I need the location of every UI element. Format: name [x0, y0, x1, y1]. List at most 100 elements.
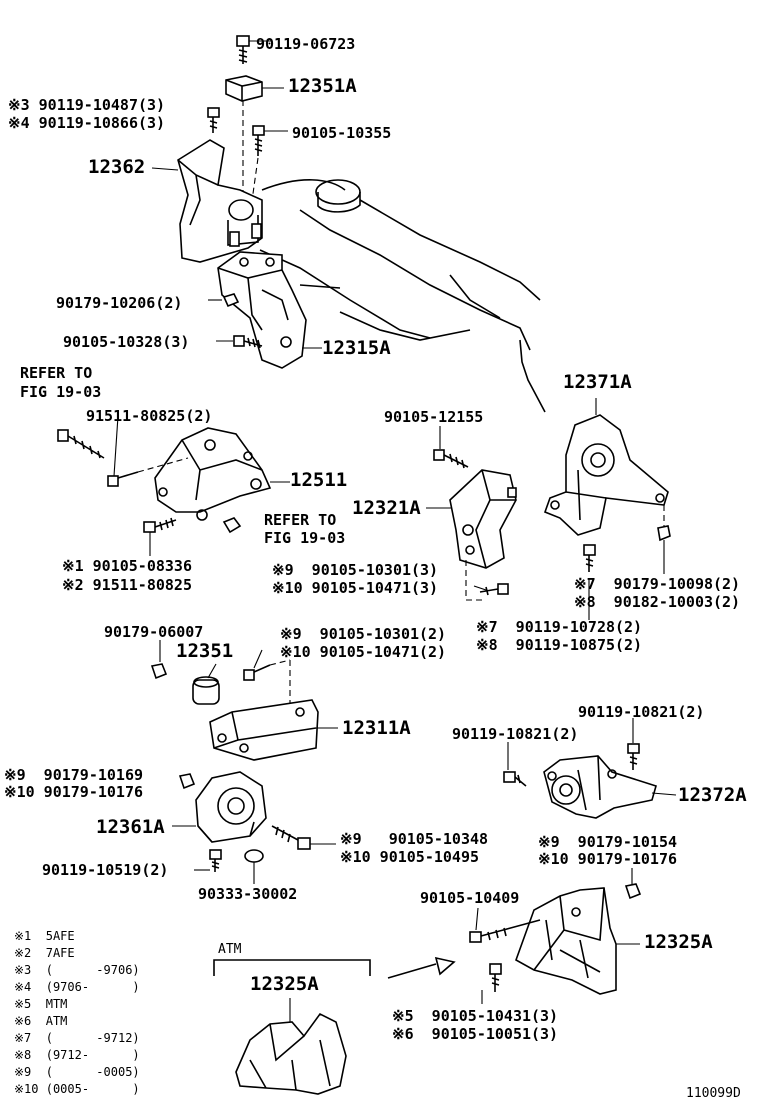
- label-12351A: 12351A: [288, 75, 357, 97]
- label-90105-12155: 90105-12155: [384, 408, 484, 426]
- bracket-12511: [154, 427, 290, 521]
- label-12371A: 12371A: [563, 371, 632, 393]
- label-note10-c: ※10 90179-10176: [4, 783, 143, 801]
- label-90119-10821-b: 90119-10821(2): [452, 725, 579, 743]
- legend-item: ※10 (0005- ): [14, 1082, 140, 1096]
- engine-block-outline: [259, 179, 546, 413]
- label-90179-06007: 90179-06007: [104, 623, 204, 641]
- figure-id: 110099D: [686, 1086, 741, 1101]
- nut-90179-06007: [150, 640, 168, 680]
- legend-item: ※5 MTM: [14, 997, 68, 1011]
- bolt-91511-80825-2: [107, 415, 189, 487]
- bracket-12321A: [426, 469, 517, 601]
- bolt-90105-10355: [249, 125, 288, 216]
- label-12325A-right: 12325A: [644, 931, 713, 953]
- label-90119-06723: 90119-06723: [256, 35, 356, 53]
- label-12325A-left: 12325A: [250, 973, 319, 995]
- label-note8-a: ※8 90182-10003(2): [574, 593, 741, 611]
- label-note4-top: ※4 90119-10866(3): [8, 114, 166, 132]
- legend-item: ※9 ( -0005): [14, 1065, 140, 1079]
- label-12321A: 12321A: [352, 497, 421, 519]
- label-fig-19-03-2: FIG 19-03: [264, 529, 346, 547]
- label-12311A: 12311A: [342, 717, 411, 739]
- label-90105-10409: 90105-10409: [420, 889, 520, 907]
- nut-90179-10154: [624, 868, 642, 900]
- label-12511: 12511: [290, 469, 348, 491]
- label-note7-a: ※7 90179-10098(2): [574, 575, 741, 593]
- label-12315A: 12315A: [322, 337, 391, 359]
- label-note10-b: ※10 90105-10471(2): [280, 643, 447, 661]
- bracket-12325A-left: [235, 998, 347, 1095]
- label-note9-b: ※9 90105-10301(2): [280, 625, 447, 643]
- bracket-12325A-right: [515, 887, 640, 995]
- label-refer-to-1: REFER TO: [20, 364, 93, 382]
- stopper-12351A: [225, 75, 284, 210]
- label-note3-top: ※3 90119-10487(3): [8, 96, 166, 114]
- legend-item: ※1 5AFE: [14, 929, 75, 943]
- label-note7-b: ※7 90119-10728(2): [476, 618, 643, 636]
- label-note5: ※5 90105-10431(3): [392, 1007, 559, 1025]
- mount-12361A: [172, 771, 267, 843]
- mount-12371A: [543, 398, 669, 536]
- bolt-90119-10728: [583, 544, 596, 620]
- label-90119-10821-a: 90119-10821(2): [578, 703, 705, 721]
- legend-item: ※8 (9712- ): [14, 1048, 140, 1062]
- bracket-12315A: [217, 251, 322, 369]
- nut-refer-fig-19-03: [222, 517, 242, 534]
- label-12372A: 12372A: [678, 784, 747, 806]
- legend-item: ※6 ATM: [14, 1014, 68, 1028]
- label-90179-10206: 90179-10206(2): [56, 294, 183, 312]
- bolt-90119-06723: [236, 35, 272, 64]
- atm-bracket-frame: [213, 959, 371, 976]
- legend-item: ※4 (9706- ): [14, 980, 140, 994]
- legend-item: ※3 ( -9706): [14, 963, 140, 977]
- label-12351: 12351: [176, 640, 234, 662]
- label-note9-c: ※9 90179-10169: [4, 766, 143, 784]
- legend: ※1 5AFE ※2 7AFE ※3 ( -9706) ※4 (9706- ) …: [14, 928, 140, 1098]
- label-atm: ATM: [218, 942, 242, 957]
- bolt-90105-10348: [271, 825, 336, 850]
- label-90105-10328: 90105-10328(3): [63, 333, 190, 351]
- label-90119-10519: 90119-10519(2): [42, 861, 169, 879]
- label-note10-a: ※10 90105-10471(3): [272, 579, 439, 597]
- legend-item: ※2 7AFE: [14, 946, 75, 960]
- bolt-90105-10409: [469, 907, 541, 943]
- label-note9-e: ※9 90179-10154: [538, 833, 677, 851]
- label-fig-19-03-1: FIG 19-03: [20, 383, 102, 401]
- label-note6: ※6 90105-10051(3): [392, 1025, 559, 1043]
- label-refer-to-2: REFER TO: [264, 511, 337, 529]
- label-12361A: 12361A: [96, 816, 165, 838]
- label-91511-80825-2: 91511-80825(2): [86, 407, 213, 425]
- rubber-12351: [192, 663, 220, 705]
- bolt-90105-08336: [143, 517, 177, 556]
- label-note9-d: ※9 90105-10348: [340, 830, 489, 848]
- arrow-to-bracket: [387, 956, 456, 979]
- bolt-90119-10821-b: [503, 742, 527, 787]
- label-note9-a: ※9 90105-10301(3): [272, 561, 439, 579]
- bolt-90119-10487: [207, 107, 220, 133]
- legend-item: ※7 ( -9712): [14, 1031, 140, 1045]
- bolt-90119-10821-a: [627, 718, 640, 770]
- nut-90179-10169: [178, 773, 196, 790]
- label-note10-d: ※10 90105-10495: [340, 848, 479, 866]
- label-12362: 12362: [88, 156, 146, 178]
- label-note10-e: ※10 90179-10176: [538, 850, 677, 868]
- nut-90179-10206: [208, 293, 240, 308]
- bracket-12311A: [209, 699, 338, 761]
- bolt-90105-12155: [433, 426, 469, 469]
- mount-12372A: [543, 755, 677, 819]
- bolt-91511-80825: [57, 429, 105, 459]
- bracket-12362: [151, 139, 263, 263]
- nut-90179-10098: [657, 505, 671, 574]
- label-90105-10355: 90105-10355: [292, 124, 392, 142]
- label-note8-b: ※8 90119-10875(2): [476, 636, 643, 654]
- label-note2: ※2 91511-80825: [62, 576, 192, 594]
- bolt-90105-10301: [473, 583, 509, 596]
- bolt-90105-10328: [216, 335, 263, 349]
- bolt-90105-10431: [481, 963, 502, 1004]
- cap-90333-30002: [244, 849, 264, 884]
- label-note1: ※1 90105-08336: [62, 557, 192, 575]
- bolt-90119-10519: [194, 849, 222, 872]
